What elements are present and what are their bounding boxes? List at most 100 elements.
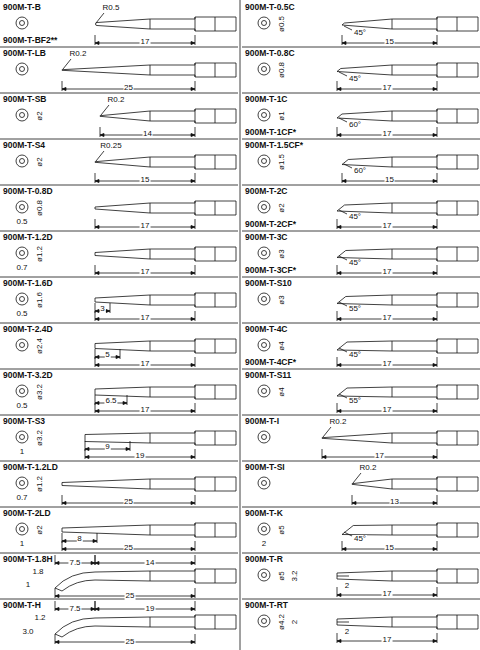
dimension-label: ø2 [36,110,44,121]
arrowhead [433,42,437,45]
tip-outline [457,569,458,583]
dimension-label: 9 [104,443,110,451]
tip-outline [392,157,393,167]
tip-outline [195,63,196,77]
part-number: 900M-T-1.8H [3,555,53,564]
panel-rule [0,507,238,508]
panel-rule [242,461,480,462]
arrowhead [191,595,195,598]
end-view [258,339,270,351]
tip-outline [195,477,196,491]
dimension-label: 45° [348,75,362,83]
dimension-label: 25 [123,544,134,552]
end-view [262,343,267,348]
dimension-label: 3.0 [21,628,34,636]
panel-rule [0,139,238,140]
panel-rule [0,369,238,370]
arrowhead [191,88,195,91]
dimension-label: 45° [348,213,362,221]
end-view [16,431,28,443]
tip-outline [195,247,196,261]
dimension-label: 0.5 [15,402,28,410]
end-view [258,201,270,213]
part-number: 900M-T-S3 [3,417,45,426]
part-number: 900M-T-4CF* [245,358,296,367]
leader-line [339,256,347,260]
dimension-label: 25 [125,592,136,600]
dimension-label: 7.5 [68,605,81,613]
arrowhead [433,548,437,551]
panel-rule [242,415,480,416]
end-view [262,21,267,26]
tip-outline [392,203,393,213]
leader-line [96,13,104,23]
arrowhead [55,608,59,611]
arrowhead [337,134,341,137]
dimension-label: R0.2 [69,50,88,58]
tip-outline [62,63,236,77]
dimension-label: ø2 [36,156,44,167]
tip-outline [215,523,216,537]
panel-rule [0,93,238,94]
tip-outline [150,249,151,259]
end-view [258,615,270,627]
tip-outline [215,477,216,491]
tip-outline [150,571,151,581]
end-view [16,155,28,167]
tip-outline [437,293,438,307]
end-view [262,159,267,164]
arrowhead [342,180,346,183]
tip-outline [322,431,478,445]
dimension-label: ø2 [278,202,286,213]
dimension-label: 17 [382,314,393,322]
tip-outline [195,431,196,445]
part-number: 900M-T-R [245,555,283,564]
tip-outline [457,109,458,123]
end-view [262,435,267,440]
panel-rule [242,139,480,140]
dimension-label: 17 [140,222,151,230]
arrowhead [191,548,195,551]
part-number: 900M-T-I [245,417,279,426]
tip-outline [62,477,236,491]
tip-outline [337,69,341,72]
tip-outline [437,247,438,261]
dimension-label: ø3 [278,294,286,305]
end-view [262,481,267,486]
end-view [16,339,28,351]
end-view [16,385,28,397]
dimension-label: 17 [140,360,151,368]
dimension-label: ø2.4 [36,337,44,355]
part-number: 900M-T-BF2** [3,36,57,45]
dimension-label: 15 [140,176,151,184]
arrowhead [55,595,59,598]
end-view [16,63,28,75]
tip-outline [437,385,438,399]
arrowhead [85,456,89,459]
tip-outline [342,526,353,535]
dimension-label: ø5 [278,570,286,581]
tip-outline [322,437,323,439]
arrowhead [100,134,104,137]
tip-outline [457,201,458,215]
tip-outline [62,580,95,591]
tip-outline [215,63,216,77]
arrowhead [55,562,59,565]
tip-outline [195,615,196,629]
part-number: 900M-T-1CF* [245,128,296,137]
dimension-label: ø4.2 [278,613,286,631]
tip-outline [392,65,393,75]
part-number: 900M-T-2CF* [245,220,296,229]
tip-outline [457,431,458,445]
arrowhead [95,180,99,183]
part-number: 900M-T-2.4D [3,325,53,334]
tip-outline [457,63,458,77]
end-view [262,205,267,210]
arrowhead [352,502,356,505]
panel-rule [242,507,480,508]
dimension-label: ø1.2 [36,245,44,263]
part-number: 900M-T-3C [245,233,288,242]
leader-line [344,26,352,30]
panel-rule [0,47,238,48]
leader-line [344,532,352,536]
